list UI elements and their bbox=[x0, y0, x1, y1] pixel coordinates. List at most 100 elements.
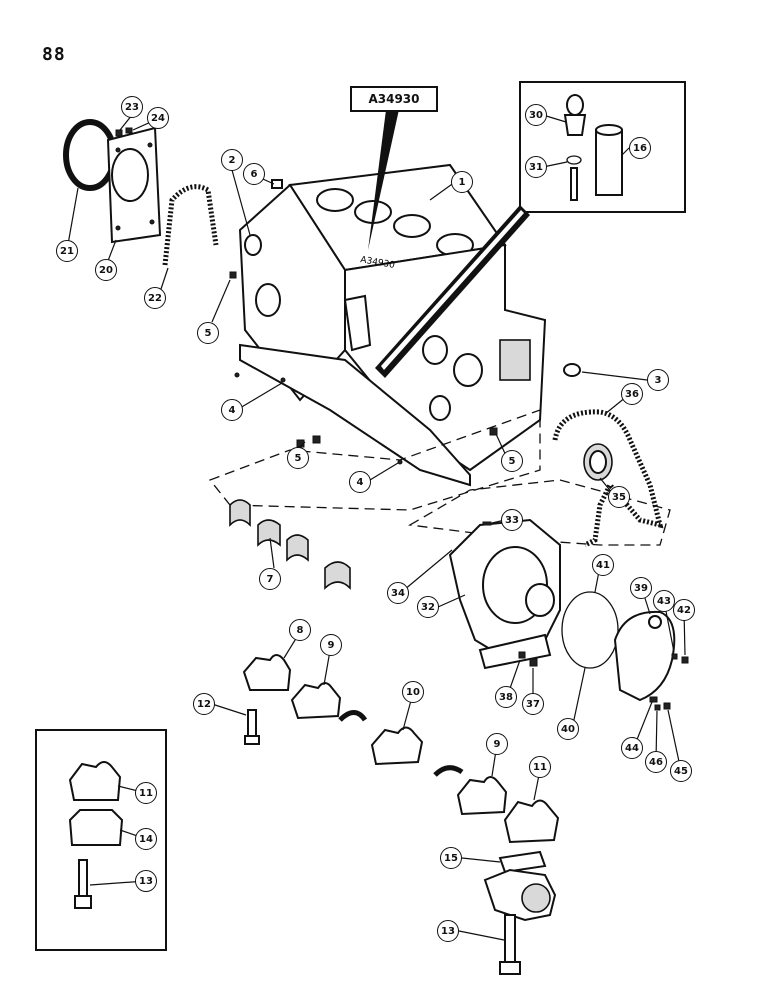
front-plate-group bbox=[552, 409, 664, 548]
callout-5c: 5 bbox=[501, 450, 523, 472]
leader-5a bbox=[211, 279, 231, 323]
dipstick-cap bbox=[563, 114, 587, 136]
callout-1: 1 bbox=[451, 171, 473, 193]
block-front-bore-1 bbox=[422, 335, 448, 365]
cap-9a bbox=[290, 682, 342, 720]
main-bearing-4 bbox=[324, 561, 351, 590]
callout-6: 6 bbox=[243, 163, 265, 185]
callout-21: 21 bbox=[56, 240, 78, 262]
callout-34: 34 bbox=[387, 582, 409, 604]
callout-31: 31 bbox=[525, 156, 547, 178]
leader-21 bbox=[66, 187, 79, 251]
leader-16 bbox=[621, 147, 630, 156]
callout-4b: 4 bbox=[349, 471, 371, 493]
washer-46 bbox=[654, 704, 661, 711]
callout-14: 14 bbox=[135, 828, 157, 850]
bolt-12-head bbox=[244, 735, 260, 745]
oil-pump-group bbox=[483, 850, 557, 975]
leader-40 bbox=[571, 667, 586, 730]
callout-35: 35 bbox=[608, 486, 630, 508]
callout-45: 45 bbox=[670, 760, 692, 782]
leader-2 bbox=[231, 169, 251, 236]
callout-42: 42 bbox=[673, 599, 695, 621]
callout-36: 36 bbox=[621, 383, 643, 405]
block-side-boss bbox=[343, 294, 372, 352]
block-oil-pan-rail bbox=[239, 343, 471, 487]
pipe-plug-5a bbox=[229, 271, 237, 279]
callout-11b: 11 bbox=[529, 756, 551, 778]
timing-housing-small-bore bbox=[525, 583, 555, 617]
callout-9a: 9 bbox=[320, 634, 342, 656]
main-bearing-3 bbox=[286, 534, 309, 562]
dipstick-inset bbox=[519, 81, 686, 213]
main-bearing-2 bbox=[257, 519, 281, 547]
callout-5a: 5 bbox=[197, 322, 219, 344]
leader-1 bbox=[429, 181, 456, 201]
dipstick-tube-short bbox=[570, 167, 578, 201]
shim-15 bbox=[498, 850, 547, 874]
screw-37 bbox=[529, 658, 538, 667]
leader-7 bbox=[269, 537, 275, 569]
retainer-bolt-hole-2 bbox=[147, 142, 153, 148]
callout-13a: 13 bbox=[135, 870, 157, 892]
cap-10 bbox=[370, 726, 424, 766]
inset-spacer-14 bbox=[68, 809, 124, 846]
o-ring-31 bbox=[566, 155, 582, 165]
dipstick-tube-16 bbox=[595, 129, 623, 196]
gasket-40 bbox=[561, 591, 619, 669]
leader-32 bbox=[437, 594, 466, 608]
cap-9b bbox=[456, 776, 508, 816]
dowel-4a bbox=[234, 372, 240, 378]
pipe-plug-5d bbox=[489, 427, 498, 436]
retainer-bolt-hole-4 bbox=[149, 219, 155, 225]
leader-15 bbox=[461, 857, 501, 863]
leader-31 bbox=[542, 161, 568, 168]
callout-41: 41 bbox=[592, 554, 614, 576]
inset-bolt-13-head bbox=[74, 895, 92, 909]
callout-8: 8 bbox=[289, 619, 311, 641]
callout-37: 37 bbox=[522, 693, 544, 715]
callout-30: 30 bbox=[525, 104, 547, 126]
reference-leaders bbox=[368, 105, 530, 378]
expansion-plug-3 bbox=[563, 363, 581, 377]
cylinder-block: A34930 bbox=[229, 163, 581, 487]
cover-39 bbox=[613, 610, 676, 702]
callout-5b: 5 bbox=[287, 447, 309, 469]
callout-20: 20 bbox=[95, 259, 117, 281]
dipstick-tube-16-top bbox=[595, 124, 623, 136]
callout-9b: 9 bbox=[486, 733, 508, 755]
washer-43 bbox=[671, 653, 678, 660]
callout-4a: 4 bbox=[221, 399, 243, 421]
leader-12 bbox=[211, 703, 247, 716]
plug-6 bbox=[271, 179, 283, 189]
block-camshaft-bore bbox=[255, 283, 281, 317]
page-number: 88 bbox=[42, 44, 66, 65]
retainer-bolt-hole-3 bbox=[115, 225, 121, 231]
callout-46: 46 bbox=[645, 751, 667, 773]
timing-housing-foot bbox=[478, 633, 552, 670]
bearing-group-outline bbox=[208, 409, 541, 511]
cylinder-bore-3 bbox=[393, 214, 431, 238]
callout-23: 23 bbox=[121, 96, 143, 118]
inset-bolt-13 bbox=[78, 859, 88, 901]
cylinder-bore-1 bbox=[316, 188, 354, 212]
cover-39-hole bbox=[648, 615, 662, 629]
front-plate-group-outline bbox=[408, 479, 671, 546]
callout-7: 7 bbox=[259, 568, 281, 590]
dipstick-handle bbox=[566, 94, 584, 116]
cap-11b bbox=[503, 799, 560, 844]
bearing-caps bbox=[242, 654, 560, 844]
callout-33: 33 bbox=[501, 509, 523, 531]
callout-10: 10 bbox=[402, 681, 424, 703]
reference-code-box: A34930 bbox=[350, 86, 438, 112]
bolt-13b-head bbox=[499, 961, 521, 975]
timing-gear-housing bbox=[448, 518, 561, 670]
dowel-4b bbox=[280, 377, 286, 383]
callout-13b: 13 bbox=[437, 920, 459, 942]
inset-leader-band-inner bbox=[381, 210, 524, 370]
main-bearings bbox=[229, 499, 351, 590]
callout-39: 39 bbox=[630, 577, 652, 599]
front-gasket-36 bbox=[552, 409, 664, 548]
retainer-screw bbox=[115, 129, 123, 137]
seal-retainer-bore bbox=[111, 148, 149, 202]
